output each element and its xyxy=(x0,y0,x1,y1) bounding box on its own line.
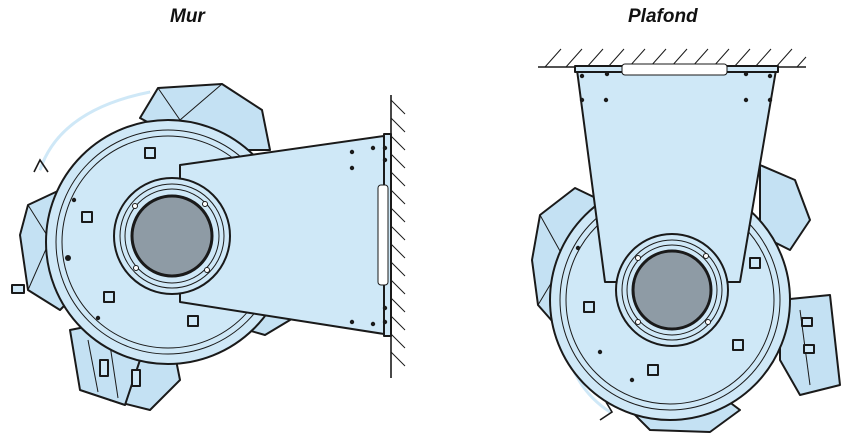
ceiling-unit-lens xyxy=(631,249,713,331)
wall-unit-lens-housing xyxy=(113,177,231,295)
wall-unit-lens xyxy=(130,194,214,278)
wall-surface xyxy=(390,95,406,378)
ceiling-unit-lens-housing xyxy=(615,233,729,347)
wall-mount-illustration xyxy=(11,83,406,411)
ceiling-mount-caption: Plafond xyxy=(628,6,698,27)
wall-unit-details xyxy=(11,147,199,327)
ceiling-unit-details xyxy=(575,245,761,383)
ceiling-bracket-arm xyxy=(574,63,779,283)
ceiling-mount-illustration xyxy=(531,48,841,433)
wall-unit-handle xyxy=(33,90,151,173)
wall-mount-caption: Mur xyxy=(170,6,205,27)
wall-bracket-arm xyxy=(179,133,392,337)
